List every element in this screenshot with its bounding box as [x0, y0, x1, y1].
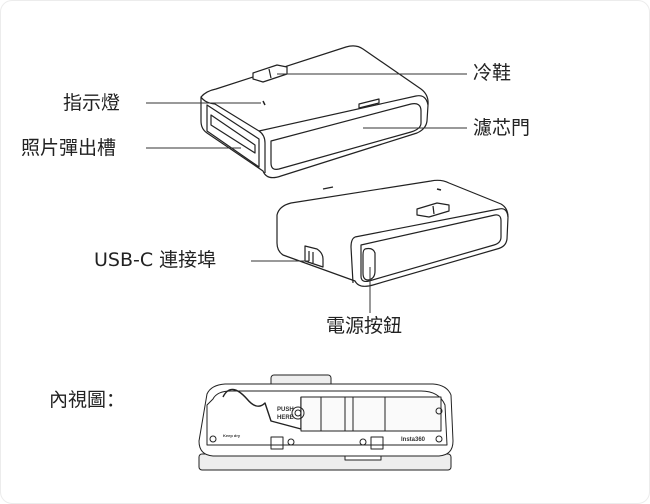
filter-door-latch — [358, 98, 380, 109]
leader-lines — [146, 73, 467, 313]
label-cold-shoe: 冷鞋 — [473, 62, 512, 84]
inner-view-illustration: PUSH HERE Insta360 Keep dry — [198, 374, 454, 471]
inner-push-text-1: PUSH — [277, 407, 294, 413]
inner-brand-text: Insta360 — [401, 437, 426, 443]
device-back-illustration — [276, 179, 509, 287]
inner-push-text-2: HERE — [277, 415, 294, 421]
device-front-illustration — [200, 45, 429, 179]
label-filter-door: 濾芯門 — [473, 117, 531, 139]
power-button-part — [362, 247, 376, 281]
label-power-button: 電源按鈕 — [326, 315, 403, 337]
label-inner-view: 內視圖： — [49, 389, 126, 411]
inner-keep-dry-text: Keep dry — [223, 433, 241, 438]
indicator-dot — [262, 100, 266, 106]
label-usb-port: USB-C 連接埠 — [94, 249, 217, 271]
label-indicator-light: 指示燈 — [63, 92, 121, 114]
label-photo-slot: 照片彈出槽 — [21, 137, 117, 159]
